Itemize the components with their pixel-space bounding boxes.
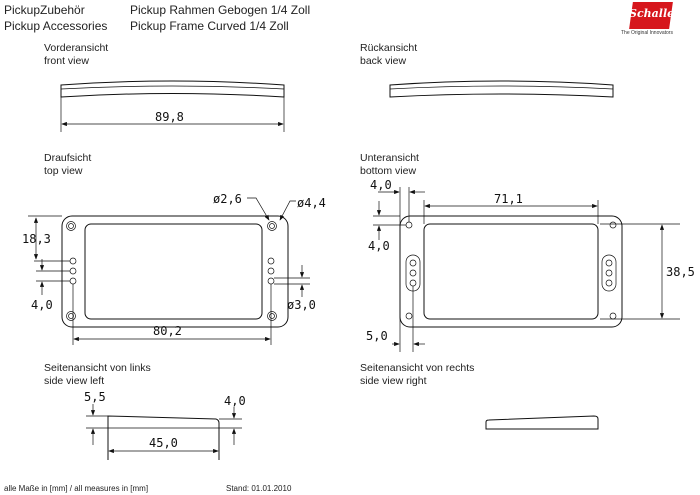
dim-top-height: 18,3 xyxy=(22,232,51,246)
top-view-drawing: ø2,6 ø4,4 18,3 4,0 ø3,0 80,2 xyxy=(22,192,326,345)
dim-bottom-slot-offset: 5,0 xyxy=(366,329,388,343)
side-left-drawing: 5,5 4,0 45,0 xyxy=(84,390,246,460)
date-note: Stand: 01.01.2010 xyxy=(226,484,292,493)
product-en: Pickup Frame Curved 1/4 Zoll xyxy=(130,19,289,33)
side-right-drawing xyxy=(485,415,599,430)
category-title: PickupZubehör Pickup Accessories xyxy=(4,2,107,34)
product-title: Pickup Rahmen Gebogen 1/4 Zoll Pickup Fr… xyxy=(130,2,310,34)
dim-side-left-height: 5,5 xyxy=(84,390,106,404)
category-de: PickupZubehör xyxy=(4,3,85,17)
dim-bottom-inner-height: 38,5 xyxy=(666,265,695,279)
dim-bottom-offset-y: 4,0 xyxy=(368,239,390,253)
dim-hole-span: 80,2 xyxy=(153,324,182,338)
dim-bottom-inner-width: 71,1 xyxy=(494,192,523,206)
front-view-drawing: 89,8 xyxy=(60,80,285,132)
dim-small-hole: ø3,0 xyxy=(287,298,316,312)
dim-bottom-offset-x: 4,0 xyxy=(370,178,392,192)
dim-top-spacing: 4,0 xyxy=(31,298,53,312)
product-de: Pickup Rahmen Gebogen 1/4 Zoll xyxy=(130,3,311,17)
logo-name: Schaller xyxy=(629,7,680,20)
dim-side-depth: 45,0 xyxy=(149,436,178,450)
logo-tagline: The Original Innovators xyxy=(621,30,673,36)
dim-hole-outer: ø4,4 xyxy=(297,196,326,210)
dim-side-right-height: 4,0 xyxy=(224,394,246,408)
schaller-logo: Schaller The Original Innovators xyxy=(621,2,680,36)
dim-front-width: 89,8 xyxy=(155,110,184,124)
bottom-view-drawing: 4,0 4,0 71,1 38,5 5,0 xyxy=(366,178,695,352)
back-view-drawing xyxy=(389,80,614,98)
category-en: Pickup Accessories xyxy=(4,19,108,33)
dim-hole-inner: ø2,6 xyxy=(213,192,242,206)
units-note: alle Maße in [mm] / all measures in [mm] xyxy=(4,484,149,493)
